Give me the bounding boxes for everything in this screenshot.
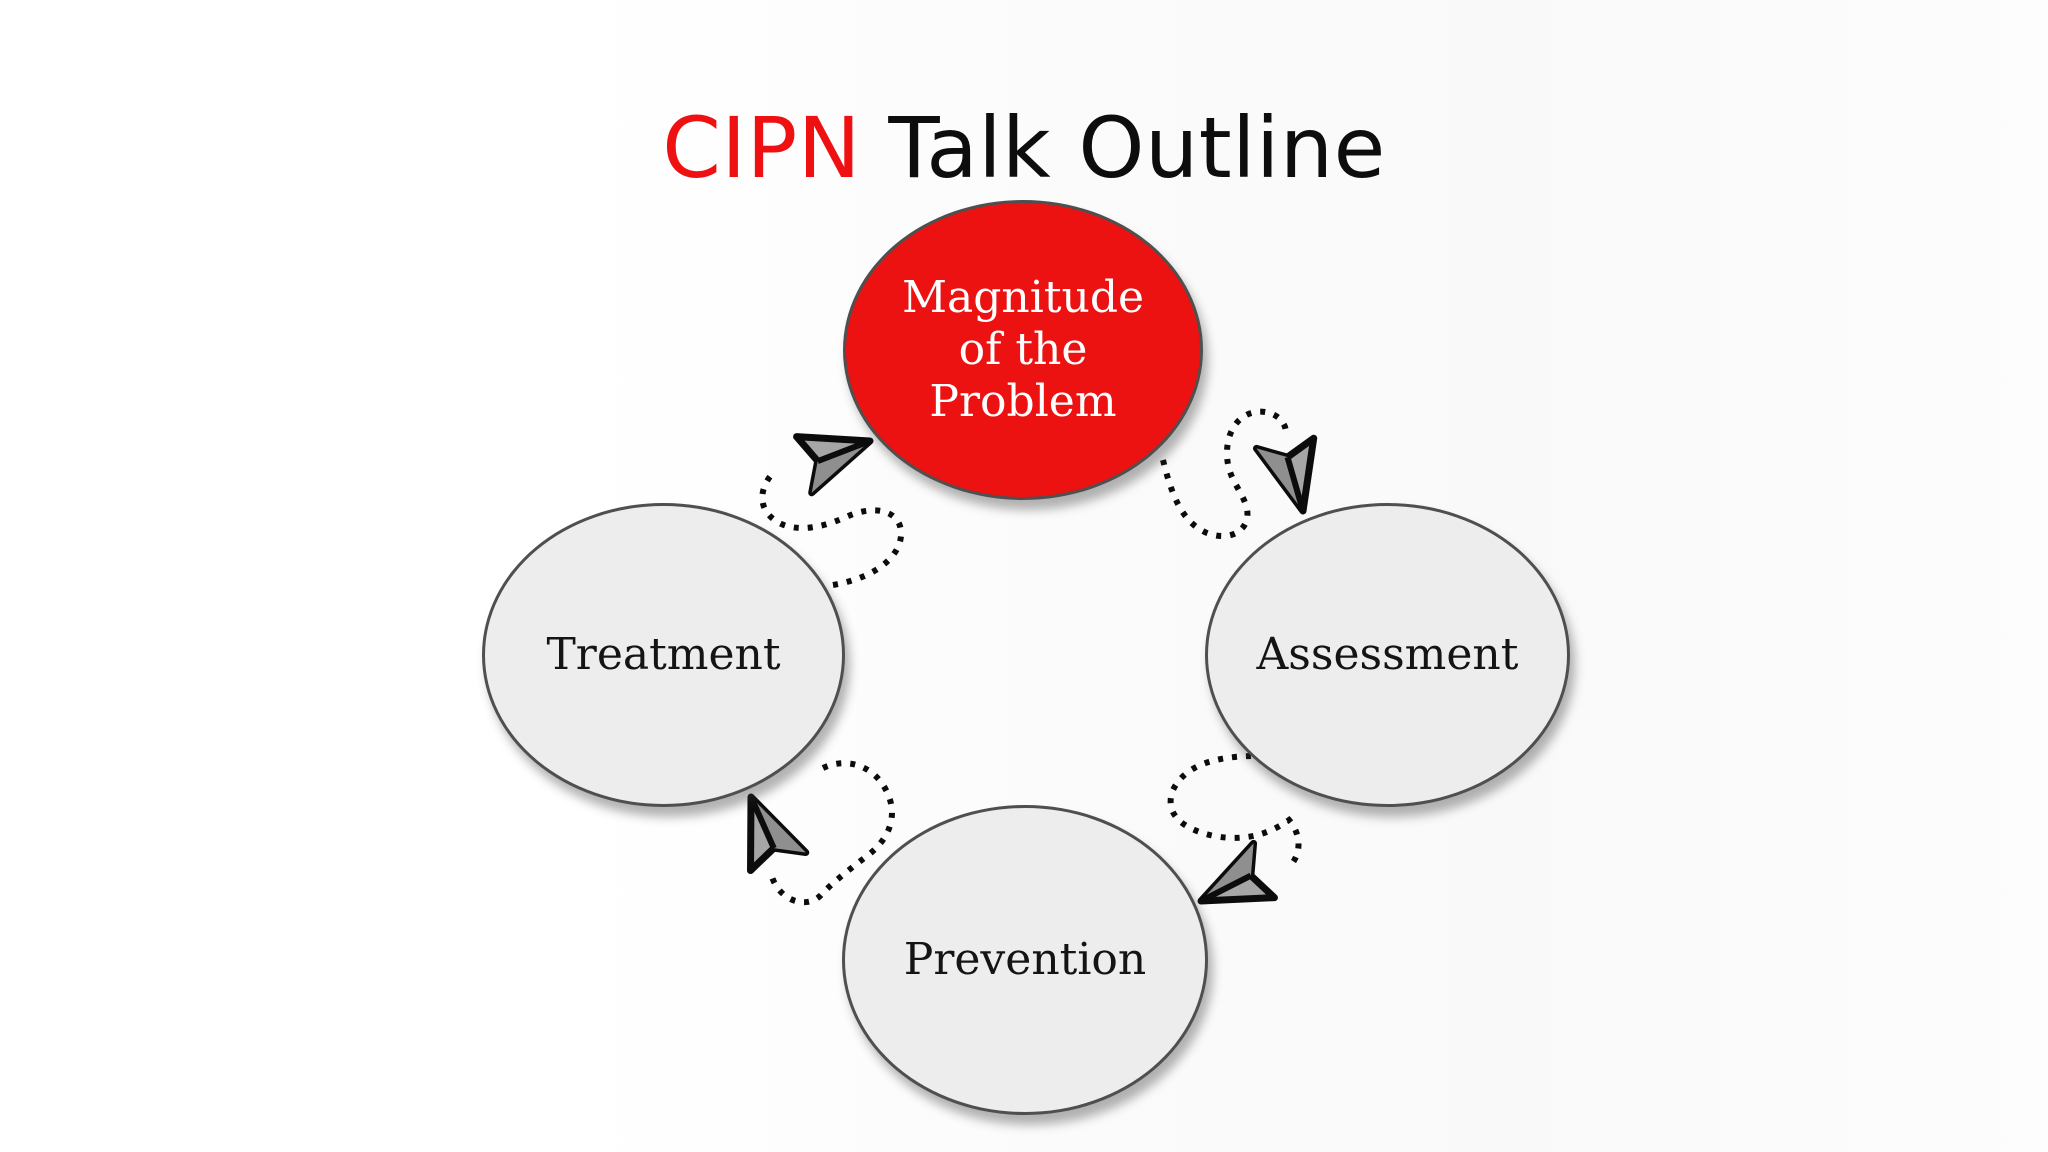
slide-title-accent: CIPN	[662, 99, 862, 197]
slide-title-rest: Talk Outline	[861, 99, 1386, 197]
node-label: Prevention	[903, 934, 1147, 986]
node-label-line: Magnitude	[901, 272, 1145, 324]
cycle-node-magnitude: Magnitude of the Problem	[843, 200, 1203, 500]
cycle-node-treatment: Treatment	[482, 503, 845, 807]
arrowhead-to-magnitude-icon	[793, 433, 874, 497]
cycle-node-assessment: Assessment	[1205, 503, 1570, 807]
arrowhead-to-treatment-icon	[747, 793, 810, 875]
connector-magnitude-to-assessment	[1160, 408, 1289, 540]
arrowhead-to-assessment-icon	[1252, 434, 1318, 515]
node-label: Assessment	[1256, 629, 1519, 681]
arrowhead-to-prevention-icon	[1197, 839, 1278, 905]
node-label-line: of the	[958, 324, 1088, 376]
node-label-line: Problem	[929, 375, 1117, 427]
slide-title: CIPN Talk Outline	[0, 106, 2048, 190]
connector-prevention-to-treatment	[769, 760, 895, 906]
node-label: Treatment	[546, 629, 781, 681]
cycle-node-prevention: Prevention	[842, 805, 1208, 1115]
